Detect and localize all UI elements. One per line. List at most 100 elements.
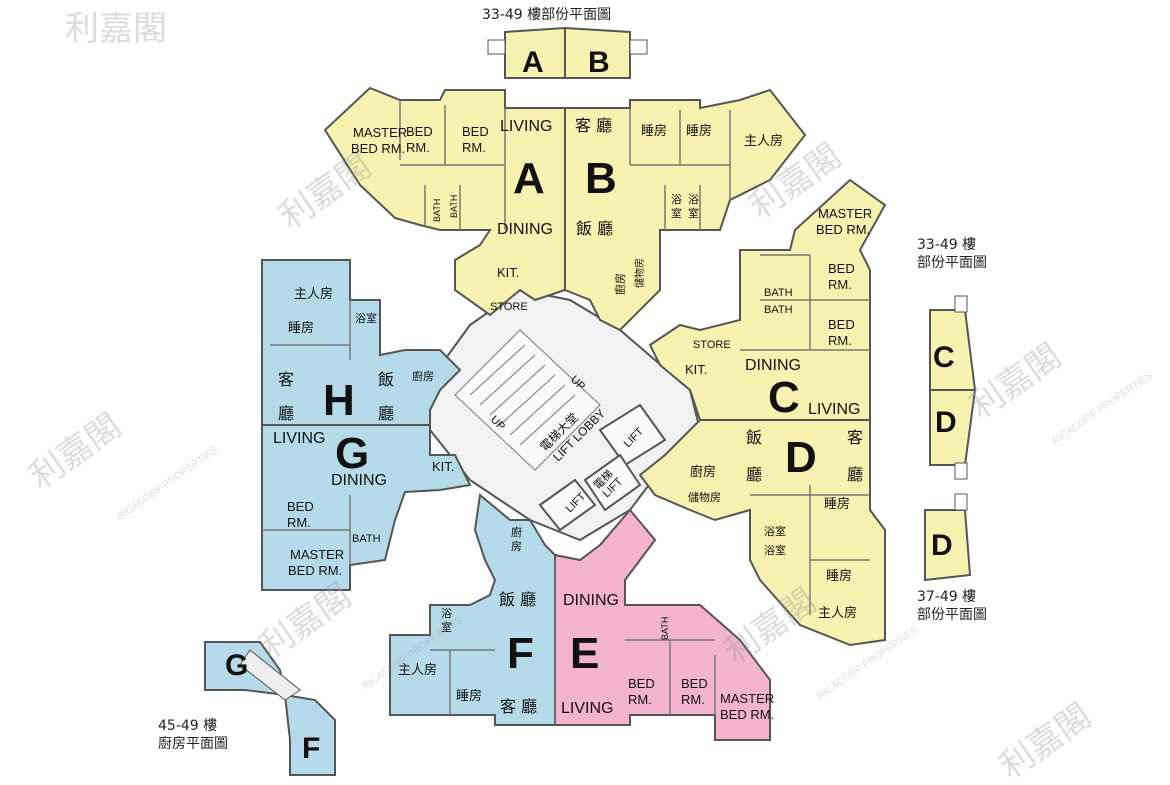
- unit-b-bed2: 睡房: [686, 123, 712, 139]
- inset-a-label: A: [522, 46, 544, 79]
- unit-h-dining-2: 廳: [378, 404, 394, 423]
- unit-b-bath-1: 浴: [671, 193, 682, 206]
- unit-e-master-2: BED RM.: [720, 707, 774, 722]
- unit-c-bath1: BATH: [764, 287, 793, 299]
- unit-a-bed1-2: RM.: [406, 140, 430, 155]
- caption-right-d-2: 部份平面圖: [917, 607, 987, 623]
- watermark-text: RICACORP PROPERTIES: [115, 445, 220, 523]
- unit-d-master: 主人房: [818, 605, 857, 621]
- watermark-logo: 利嘉閣: [272, 146, 378, 237]
- unit-d-bed1: 睡房: [824, 496, 850, 512]
- stairwell: [454, 329, 601, 471]
- watermark-logo: 利嘉閣: [962, 336, 1068, 427]
- unit-a-dining: DINING: [497, 221, 553, 238]
- unit-g-bed-1: BED: [287, 499, 314, 514]
- unit-b-bed1: 睡房: [641, 123, 667, 139]
- unit-e-dining: DINING: [563, 592, 619, 609]
- caption-left-gf-2: 廚房平面圖: [158, 736, 228, 752]
- unit-b-shape: [564, 88, 807, 332]
- unit-g-dining: DINING: [331, 472, 387, 489]
- unit-h-label: H: [323, 376, 355, 425]
- unit-e-shape: [554, 508, 771, 741]
- unit-b-store: 儲物房: [633, 258, 646, 288]
- inset-d-label: D: [935, 406, 957, 439]
- unit-f-dining: 飯 廳: [499, 590, 536, 609]
- unit-c-bed1-2: RM.: [828, 277, 852, 292]
- unit-a-bed2-1: BED: [462, 124, 489, 139]
- unit-c-bath2: BATH: [764, 304, 793, 316]
- inset-c-label: C: [933, 341, 955, 374]
- unit-f-kit-1: 廚: [511, 525, 522, 539]
- unit-f-label: F: [507, 629, 534, 678]
- unit-a-bath1: BATH: [432, 199, 442, 222]
- unit-d-bed2: 睡房: [826, 568, 852, 584]
- unit-h-master: 主人房: [294, 286, 333, 302]
- unit-a-bed1-1: BED: [406, 124, 433, 139]
- unit-f-bed: 睡房: [456, 688, 482, 704]
- caption-top: 33-49 樓部份平面圖: [482, 7, 612, 23]
- unit-b-label: B: [585, 154, 617, 203]
- watermark-logo: 利嘉閣: [992, 696, 1098, 785]
- inset-left-gf: [204, 641, 336, 776]
- inset-d2-label: D: [931, 529, 953, 562]
- watermark-text: RICACORP PROPERTIES: [1050, 370, 1155, 448]
- inset-right-cd: [929, 295, 977, 480]
- unit-g-master-1: MASTER: [290, 547, 344, 562]
- unit-b-bath-2: 室: [671, 206, 682, 220]
- unit-a-bed2-2: RM.: [462, 140, 486, 155]
- unit-g-kit: KIT.: [432, 459, 454, 474]
- unit-b-bath-3: 浴: [688, 193, 699, 206]
- caption-right-d-1: 37-49 樓: [917, 589, 977, 605]
- unit-e-master-1: MASTER: [720, 691, 774, 706]
- unit-h-bed: 睡房: [288, 320, 314, 336]
- unit-d-store: 儲物房: [688, 490, 721, 504]
- caption-left-gf-1: 45-49 樓: [158, 718, 218, 734]
- unit-a-bath2: BATH: [449, 195, 459, 218]
- unit-d-kit: 廚房: [690, 464, 716, 480]
- unit-e-bath: BATH: [660, 617, 670, 640]
- unit-h-living-2: 廳: [278, 404, 294, 423]
- caption-right-cd-2: 部份平面圖: [917, 255, 987, 271]
- unit-b-bath-4: 室: [688, 206, 699, 220]
- unit-g-master-2: BED RM.: [288, 563, 342, 578]
- unit-c-bed2-2: RM.: [828, 333, 852, 348]
- unit-g-living: LIVING: [273, 430, 325, 447]
- unit-f-master: 主人房: [398, 662, 437, 678]
- unit-d-label: D: [785, 433, 817, 482]
- unit-d-shape: [638, 419, 886, 647]
- unit-d-bath1: 浴室: [764, 524, 786, 538]
- unit-c-bed1-1: BED: [828, 261, 855, 276]
- unit-a-master-2: BED RM.: [351, 141, 405, 156]
- unit-h-dining-1: 飯: [378, 370, 394, 389]
- unit-e-bed1-1: BED: [628, 676, 655, 691]
- unit-d-living-1: 客: [847, 428, 863, 447]
- unit-e-bed2-1: BED: [681, 676, 708, 691]
- unit-h-shape: [261, 259, 462, 426]
- unit-b-living: 客 廳: [575, 116, 612, 135]
- unit-c-master-1: MASTER: [818, 206, 872, 221]
- unit-f-bath-1: 浴: [441, 607, 452, 620]
- unit-h-living-1: 客: [278, 370, 294, 389]
- unit-a-label: A: [513, 154, 545, 203]
- unit-c-store: STORE: [693, 339, 731, 351]
- unit-e-bed1-2: RM.: [628, 692, 652, 707]
- unit-g-bed-2: RM.: [287, 515, 311, 530]
- partitions: [262, 100, 870, 725]
- unit-c-bed2-1: BED: [828, 317, 855, 332]
- lift-shafts: [538, 403, 667, 532]
- watermark-logo: 利嘉閣: [65, 9, 167, 49]
- watermark-logo: 利嘉閣: [22, 406, 128, 497]
- unit-b-kit: 廚房: [613, 273, 627, 295]
- unit-c-dining: DINING: [745, 357, 801, 374]
- unit-e-living: LIVING: [561, 700, 613, 717]
- unit-a-living: LIVING: [500, 118, 552, 135]
- unit-g-shape: [261, 424, 472, 591]
- unit-c-kit: KIT.: [685, 362, 707, 377]
- unit-f-kit-2: 房: [511, 540, 522, 553]
- unit-a-master-1: MASTER: [353, 125, 407, 140]
- unit-b-master: 主人房: [744, 133, 783, 149]
- unit-d-dining-2: 廳: [746, 465, 762, 484]
- unit-a-store: STORE: [490, 301, 528, 313]
- inset-right-d: [924, 493, 972, 582]
- unit-e-bed2-2: RM.: [681, 692, 705, 707]
